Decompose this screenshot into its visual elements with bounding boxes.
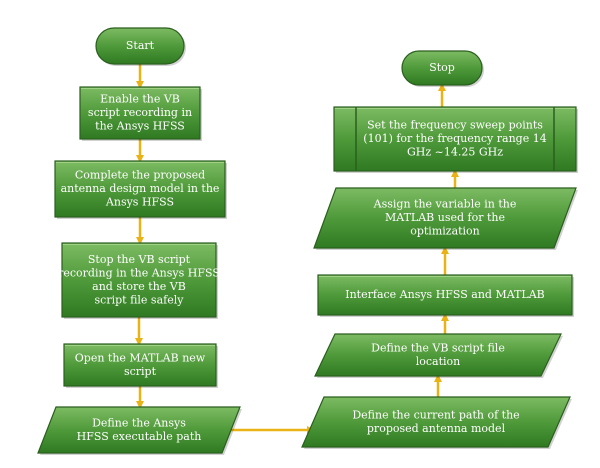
para-shape: [313, 187, 577, 249]
node-label-line: antenna design model in the: [61, 182, 220, 195]
rect-shape: [317, 274, 573, 316]
node-label-line: Start: [126, 39, 155, 52]
node-label-line: GHz ~14.25 GHz: [407, 146, 503, 159]
node-label-line: Open the MATLAB new: [75, 351, 206, 364]
node-label-line: Complete the proposed: [75, 169, 205, 182]
node-label-line: recording in the Ansys HFSS: [58, 266, 220, 279]
node-interface: Interface Ansys HFSS and MATLAB: [317, 274, 574, 317]
terminal-shape: [401, 50, 483, 86]
node-label-line: Define the current path of the: [352, 408, 519, 421]
node-label-line: and store the VB: [92, 280, 186, 293]
node-label-line: Define the VB script file: [371, 341, 505, 354]
node-label-line: Assign the variable in the: [373, 198, 517, 211]
node-sweep-points: Set the frequency sweep points(101) for …: [333, 106, 578, 173]
node-label-line: script recording in: [88, 106, 192, 119]
node-label-line: Enable the VB: [100, 93, 180, 106]
node-label-line: HFSS executable path: [77, 430, 202, 443]
rect-shape: [61, 242, 217, 318]
terminal-shape: [95, 27, 185, 65]
node-label-line: Define the Ansys: [92, 416, 186, 429]
node-label-line: MATLAB used for the: [385, 211, 505, 224]
node-label-line: the Ansys HFSS: [95, 120, 185, 133]
node-label-line: location: [416, 355, 461, 368]
rect-shape: [63, 343, 217, 387]
node-label-line: Interface Ansys HFSS and MATLAB: [345, 288, 545, 301]
para-shape: [37, 406, 241, 454]
node-label-line: Set the frequency sweep points: [367, 119, 543, 132]
rect-shape: [54, 160, 226, 218]
node-label-line: Stop the VB script: [88, 253, 191, 266]
rect-shape: [79, 86, 201, 140]
para-shape: [314, 333, 562, 377]
node-label-line: Stop: [429, 61, 455, 74]
node-start: Start: [95, 27, 186, 66]
node-label-line: optimization: [410, 225, 480, 238]
process-shape: [333, 106, 577, 172]
node-label-line: proposed antenna model: [367, 422, 506, 435]
node-label-line: script: [124, 365, 157, 378]
node-label-line: Ansys HFSS: [105, 196, 174, 209]
node-stop: Stop: [401, 50, 484, 87]
node-label-line: script file safely: [95, 293, 185, 306]
node-label-line: (101) for the frequency range 14: [363, 132, 546, 145]
para-shape: [301, 396, 571, 448]
connector-arrows: [135, 64, 459, 434]
